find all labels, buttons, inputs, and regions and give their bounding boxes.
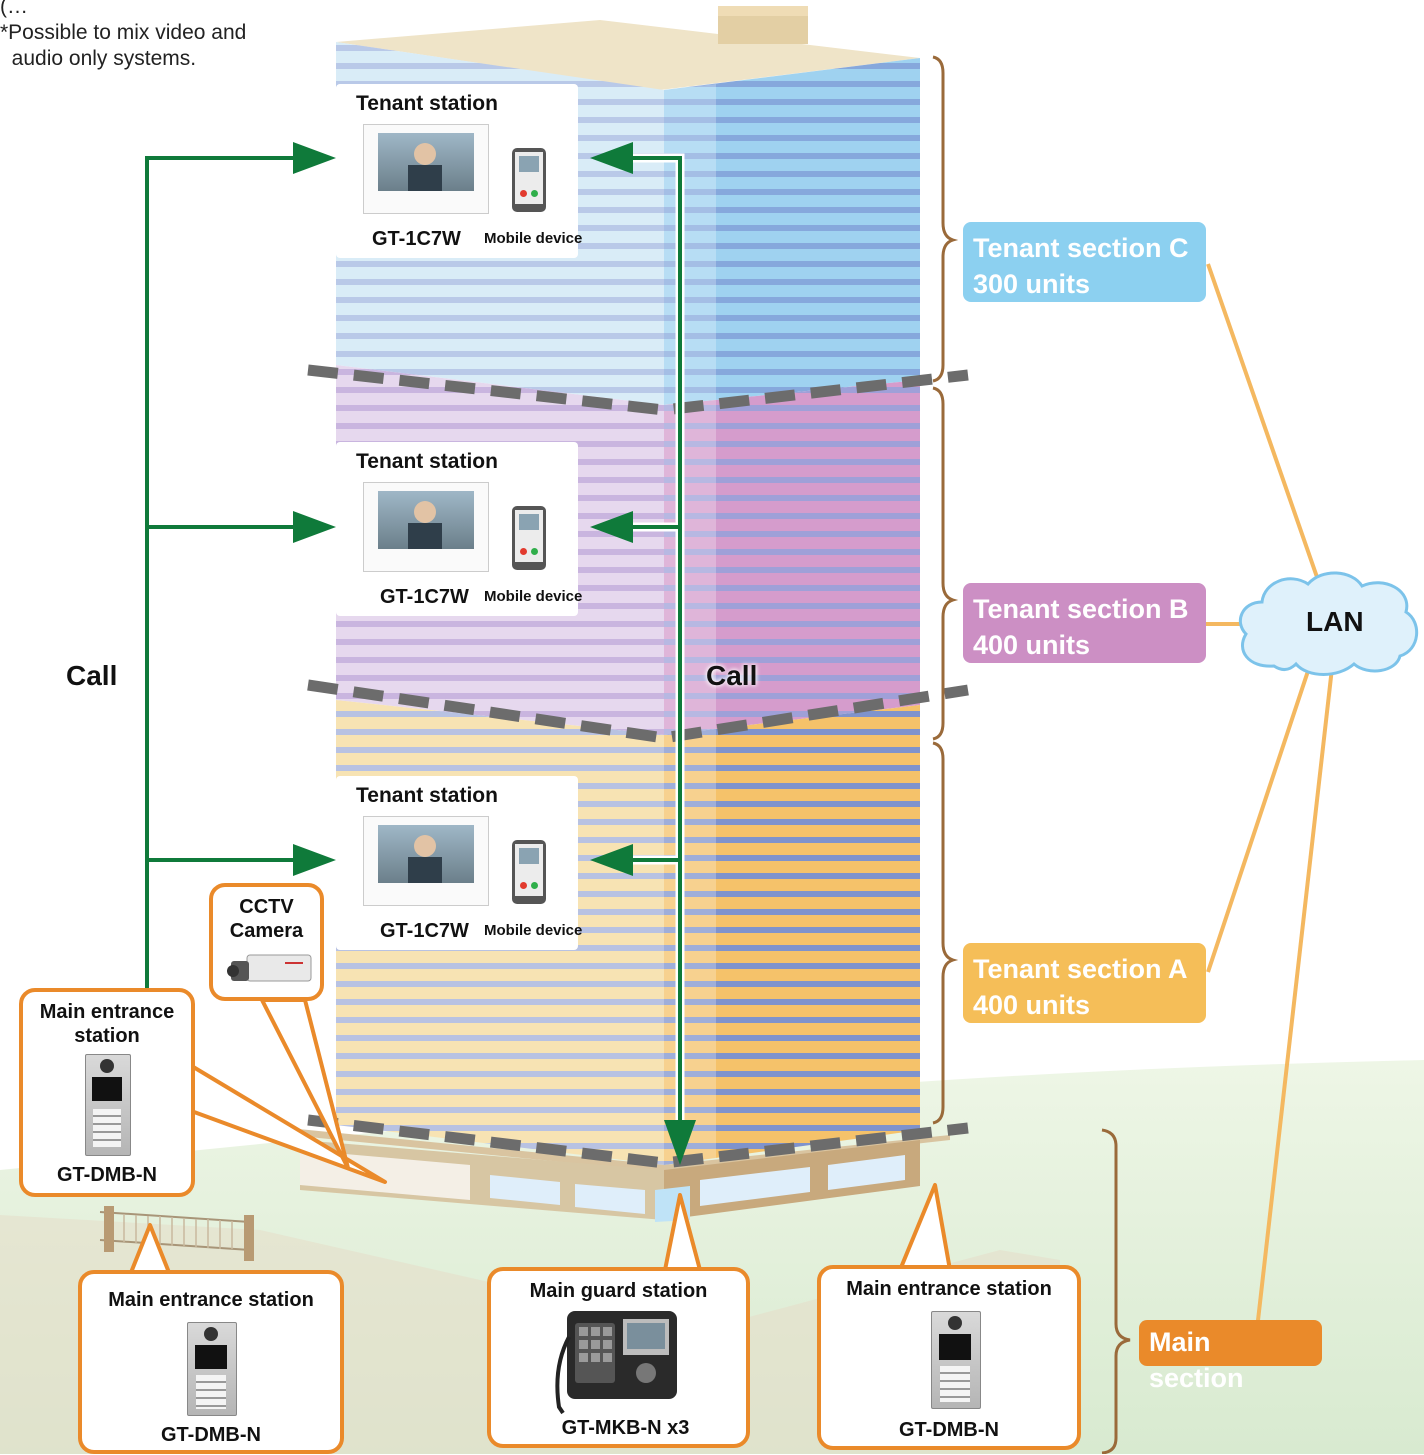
footnote-line2: *Possible to mix video and [0, 21, 247, 44]
lan-lines [1205, 263, 1334, 1339]
cctv-title-line2: Camera [229, 920, 304, 942]
mobile-image [512, 840, 546, 904]
mobile-label: Mobile device [484, 588, 583, 605]
call-arrows-center [630, 156, 682, 1130]
call-label-left: Call [66, 660, 118, 691]
device-title: Main guard station [529, 1280, 708, 1302]
device-title: Main entrance station [846, 1278, 1052, 1300]
device-title-line1: Main entrance [39, 1001, 175, 1023]
call-arrows-left [145, 156, 300, 995]
main-entrance-station-left-box: Main entrance station GT-DMB-N [19, 988, 195, 1197]
main-section-label: Main section [1139, 1320, 1322, 1393]
device-model-label: GT-DMB-N [161, 1424, 261, 1446]
camera-icon [227, 954, 312, 982]
monitor-image [363, 124, 489, 214]
cctv-camera-box: CCTV Camera [209, 883, 324, 1001]
section-c-name: Tenant section C [973, 233, 1189, 263]
device-model-label: GT-MKB-N x3 [561, 1417, 690, 1439]
main-guard-station-box: Main guard station GT-MKB-N x3 [487, 1267, 750, 1448]
section-b-name: Tenant section B [973, 594, 1189, 624]
tenant-section-a-label: Tenant section A 400 units [963, 943, 1206, 1023]
main-entrance-station-right-box: Main entrance station GT-DMB-N [817, 1265, 1081, 1450]
lan-label: LAN [1306, 606, 1364, 637]
section-b-units: 400 units [973, 630, 1091, 660]
footnote-line1: (… [0, 0, 28, 18]
tenant-panel-c: Tenant station GT-1C7W Mobile device [336, 84, 582, 258]
entrance-panel-image [85, 1054, 131, 1156]
device-model-label: GT-DMB-N [899, 1419, 999, 1441]
footnote-line3: audio only systems. [0, 47, 197, 70]
device-title-line2: station [74, 1025, 140, 1047]
tenant-panel-a: Tenant station GT-1C7W Mobile device [336, 776, 582, 950]
call-label-center: Call [706, 660, 758, 691]
monitor-model-label: GT-1C7W [372, 228, 461, 250]
main-entrance-station-gate-box: Main entrance station GT-DMB-N [78, 1270, 344, 1454]
device-title: Main entrance station [108, 1289, 314, 1311]
main-section-bracket [1101, 1128, 1131, 1454]
mobile-label: Mobile device [484, 230, 583, 247]
panel-title: Tenant station [356, 450, 498, 473]
tenant-panel-b: Tenant station GT-1C7W Mobile device [336, 442, 582, 616]
monitor-model-label: GT-1C7W [380, 920, 469, 942]
mobile-image [512, 148, 546, 212]
monitor-image [363, 816, 489, 906]
entrance-panel-image [931, 1311, 981, 1409]
monitor-model-label: GT-1C7W [380, 586, 469, 608]
tenant-section-c-label: Tenant section C 300 units [963, 222, 1206, 302]
section-a-name: Tenant section A [973, 954, 1188, 984]
cctv-title-line1: CCTV [239, 896, 294, 918]
section-a-units: 400 units [973, 990, 1091, 1020]
section-brackets [932, 55, 959, 1125]
monitor-image [363, 482, 489, 572]
entrance-panel-image [187, 1322, 237, 1416]
mobile-image [512, 506, 546, 570]
tenant-section-b-label: Tenant section B 400 units [963, 583, 1206, 663]
section-c-units: 300 units [973, 269, 1091, 299]
guard-station-image [555, 1311, 677, 1415]
footnote: (… *Possible to mix video and audio only… [0, 0, 246, 72]
panel-title: Tenant station [356, 92, 498, 115]
gate-fence [99, 1211, 251, 1251]
panel-title: Tenant station [356, 784, 498, 807]
device-model-label: GT-DMB-N [57, 1164, 157, 1186]
mobile-label: Mobile device [484, 922, 583, 939]
lan-cloud-icon [1239, 571, 1419, 676]
